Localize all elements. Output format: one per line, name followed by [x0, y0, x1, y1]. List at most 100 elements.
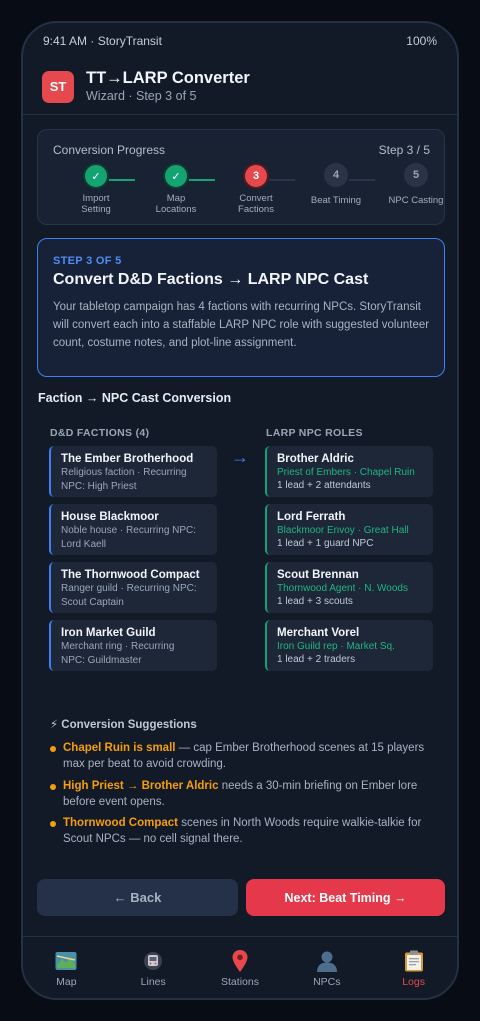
status-time-app: 9:41 AM · StoryTransit	[43, 34, 162, 48]
step-label: NPC Casting	[388, 195, 444, 206]
step-label: Locations	[155, 204, 197, 215]
npc-role-card[interactable]: Lord Ferrath Blackmoor Envoy · Great Hal…	[265, 504, 433, 555]
npc-name: Lord Ferrath	[277, 511, 346, 523]
npc-role: Priest of Embers · Chapel Ruin	[277, 467, 415, 478]
npc-role: Blackmoor Envoy · Great Hall	[277, 525, 409, 536]
status-battery: 100%	[406, 34, 437, 48]
tab-lines[interactable]: Lines	[110, 937, 197, 998]
npc-staffing: 1 lead + 1 guard NPC	[277, 537, 374, 549]
npc-role: Iron Guild rep · Market Sq.	[277, 641, 395, 652]
step-connector	[349, 179, 375, 181]
tab-label: Lines	[140, 976, 166, 988]
person-icon	[283, 948, 370, 974]
step-label: Factions	[238, 204, 274, 215]
npc-staffing: 1 lead + 3 scouts	[277, 595, 353, 607]
step-connector	[269, 179, 295, 181]
tab-stations[interactable]: Stations	[197, 937, 284, 998]
tab-label: NPCs	[313, 976, 341, 988]
status-bar: 9:41 AM · StoryTransit 100%	[23, 23, 457, 59]
faction-card[interactable]: Iron Market Guild Merchant ring · Recurr…	[49, 620, 217, 671]
suggestion-text: scenes in North Woods require walkie-tal…	[63, 817, 422, 845]
bullet-icon	[50, 784, 56, 790]
faction-name: The Ember Brotherhood	[61, 453, 194, 465]
suggestion-item: Chapel Ruin is small — cap Ember Brother…	[50, 741, 428, 772]
clipboard-icon	[370, 948, 457, 974]
tab-logs[interactable]: Logs	[370, 937, 457, 998]
npc-name: Brother Aldric	[277, 453, 354, 465]
faction-desc: Religious faction · Recurring	[61, 467, 187, 478]
intro-description: Your tabletop campaign has 4 factions wi…	[53, 301, 430, 349]
npc-role-card[interactable]: Merchant Vorel Iron Guild rep · Market S…	[265, 620, 433, 671]
faction-desc: Merchant ring · Recurring	[61, 641, 175, 652]
suggestion-text: — cap Ember Brotherhood scenes at 15 pla…	[63, 742, 425, 770]
progress-title: Conversion Progress	[53, 143, 166, 157]
step-number: 5	[404, 163, 428, 187]
faction-desc: Scout Captain	[61, 596, 124, 608]
step-number: 4	[324, 163, 348, 187]
app-title: TT→LARP Converter	[86, 69, 250, 87]
intro-card: STEP 3 OF 5 Convert D&D Factions → LARP …	[37, 238, 445, 377]
tab-label: Logs	[402, 976, 425, 988]
step-label: Setting	[81, 204, 111, 215]
check-icon: ✓	[83, 163, 109, 189]
progress-step-beat[interactable]: 4 Beat Timing	[301, 163, 371, 206]
suggestions-title: ⚡ Conversion Suggestions	[50, 719, 197, 731]
tab-label: Stations	[221, 976, 259, 988]
suggestion-text: needs a 30-min briefing on Ember lore be…	[63, 780, 418, 808]
step-connector	[189, 179, 215, 181]
npc-name: Scout Brennan	[277, 569, 359, 581]
factions-header: D&D FACTIONS (4)	[50, 427, 150, 439]
bullet-icon	[50, 746, 56, 752]
npc-role-card[interactable]: Brother Aldric Priest of Embers · Chapel…	[265, 446, 433, 497]
roles-header: LARP NPC ROLES	[266, 427, 363, 439]
npc-name: Merchant Vorel	[277, 627, 360, 639]
check-icon: ✓	[163, 163, 189, 189]
npc-staffing: 1 lead + 2 traders	[277, 653, 356, 665]
faction-desc: Ranger guild · Recurring NPC:	[61, 583, 197, 594]
step-number: 3	[243, 163, 269, 189]
suggestion-highlight: High Priest → Brother Aldric	[63, 780, 219, 792]
app-subtitle: Wizard · Step 3 of 5	[86, 89, 197, 103]
faction-card[interactable]: The Ember Brotherhood Religious faction …	[49, 446, 217, 497]
step-label: Import	[82, 193, 110, 204]
step-label: Map	[166, 193, 186, 204]
tab-npcs[interactable]: NPCs	[283, 937, 370, 998]
faction-card[interactable]: The Thornwood Compact Ranger guild · Rec…	[49, 562, 217, 613]
step-label: Convert	[239, 193, 273, 204]
pin-icon	[197, 948, 284, 974]
suggestion-item: Thornwood Compact scenes in North Woods …	[50, 816, 428, 847]
npc-role: Thornwood Agent · N. Woods	[277, 583, 408, 594]
next-button[interactable]: Next: Beat Timing →	[246, 879, 445, 916]
tab-map[interactable]: Map	[23, 937, 110, 998]
arrow-right-icon: →	[231, 447, 249, 467]
faction-desc: Lord Kaell	[61, 538, 107, 550]
conversion-title: Faction → NPC Cast Conversion	[38, 391, 232, 405]
npc-role-card[interactable]: Scout Brennan Thornwood Agent · N. Woods…	[265, 562, 433, 613]
suggestion-highlight: Thornwood Compact	[63, 817, 178, 829]
map-icon	[23, 948, 110, 974]
bottom-tab-bar: Map Lines Stations NPCs Logs	[23, 936, 457, 998]
faction-name: Iron Market Guild	[61, 627, 156, 639]
npc-staffing: 1 lead + 2 attendants	[277, 479, 371, 491]
faction-name: The Thornwood Compact	[61, 569, 200, 581]
suggestion-item: High Priest → Brother Aldric needs a 30-…	[50, 779, 428, 810]
intro-step-label: STEP 3 OF 5	[53, 255, 122, 267]
progress-step-casting[interactable]: 5 NPC Casting	[381, 163, 451, 206]
tab-label: Map	[56, 976, 77, 988]
faction-card[interactable]: House Blackmoor Noble house · Recurring …	[49, 504, 217, 555]
faction-desc: NPC: Guildmaster	[61, 654, 142, 666]
intro-title: Convert D&D Factions → LARP NPC Cast	[53, 271, 369, 288]
suggestion-highlight: Chapel Ruin is small	[63, 742, 176, 754]
step-label: Beat Timing	[310, 195, 362, 206]
faction-name: House Blackmoor	[61, 511, 159, 523]
progress-step-text: Step 3 / 5	[378, 143, 430, 157]
faction-desc: NPC: High Priest	[61, 480, 137, 492]
step-connector	[109, 179, 135, 181]
back-button[interactable]: ← Back	[37, 879, 238, 916]
bullet-icon	[50, 821, 56, 827]
faction-desc: Noble house · Recurring NPC:	[61, 525, 197, 536]
